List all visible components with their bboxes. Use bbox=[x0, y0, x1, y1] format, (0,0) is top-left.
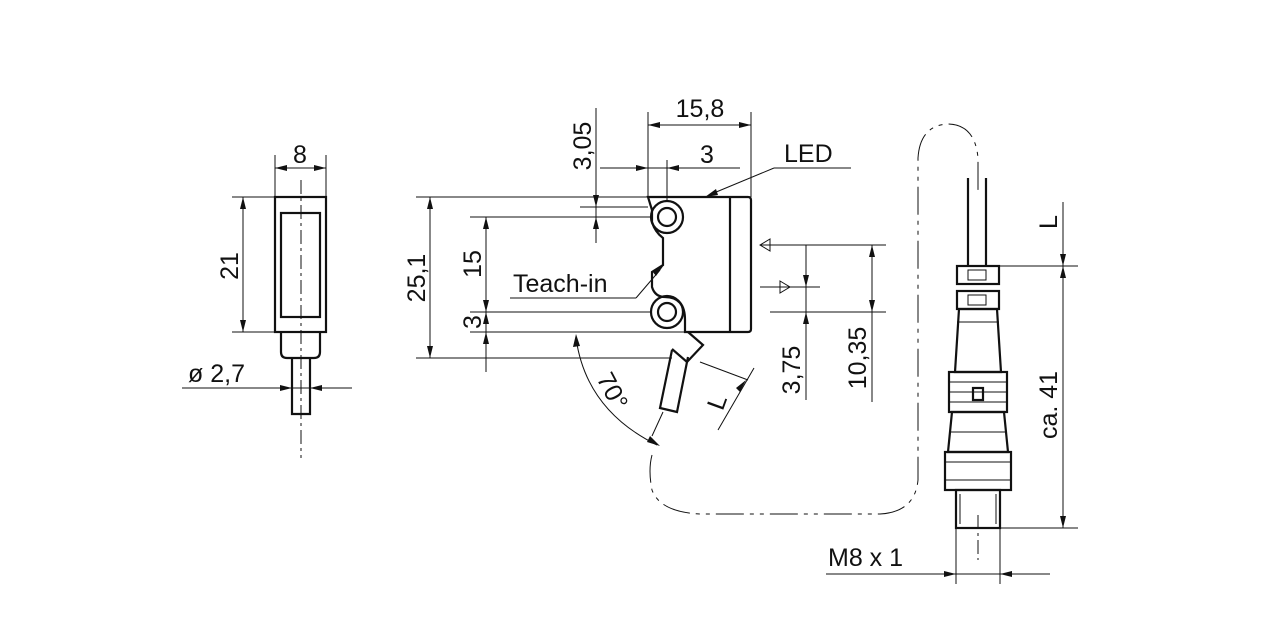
arrowhead bbox=[573, 334, 580, 347]
connector-grip-ring-top-slot bbox=[967, 269, 987, 281]
receiver-arrow-icon bbox=[760, 280, 791, 294]
connector-length-label: L bbox=[1035, 215, 1063, 229]
mounting-hole-bottom-inner bbox=[656, 301, 678, 323]
arrowhead bbox=[310, 385, 322, 391]
mounting-hole-bottom-outer bbox=[649, 294, 685, 330]
arrowhead bbox=[636, 165, 648, 171]
front-height-label: 21 bbox=[216, 252, 244, 280]
arrowhead bbox=[869, 245, 875, 257]
side-view: 15,8 3 3,05 LED 25,1 15 bbox=[403, 95, 886, 446]
arrowhead bbox=[483, 217, 489, 229]
overall-width-label: 15,8 bbox=[676, 95, 725, 123]
hole-spacing-label: 15 bbox=[459, 250, 487, 278]
connector-overall-length-label: ca. 41 bbox=[1035, 371, 1063, 439]
cable-angle-reference-line bbox=[651, 411, 664, 437]
front-width-label: 8 bbox=[293, 141, 307, 169]
arrowhead bbox=[648, 122, 660, 128]
led-leader-arrow-line bbox=[708, 167, 775, 196]
arrowhead bbox=[1060, 254, 1066, 266]
arrowhead bbox=[705, 189, 718, 197]
connector-view: L ca. 41 M8 x 1 bbox=[826, 178, 1078, 584]
connector-grip-ring-middle-slot bbox=[967, 294, 987, 306]
cable-angle-label: 70° bbox=[591, 368, 633, 415]
arrowhead bbox=[803, 312, 809, 324]
arrowhead bbox=[427, 346, 433, 358]
cable-length-label: L bbox=[702, 391, 733, 414]
hole-offset-bottom-label: 3 bbox=[459, 315, 487, 329]
optical-axis-offset-label: 3,75 bbox=[778, 346, 806, 395]
teach-in-label: Teach-in bbox=[513, 270, 608, 298]
mounting-hole-top-inner bbox=[656, 206, 678, 228]
arrowhead bbox=[483, 332, 489, 344]
connector-coupling-nut bbox=[943, 450, 1013, 492]
side-view-cable bbox=[658, 349, 690, 414]
arrowhead bbox=[1060, 266, 1066, 278]
arrowhead bbox=[427, 197, 433, 209]
arrowhead bbox=[736, 380, 746, 392]
arrowhead bbox=[593, 195, 599, 207]
arrowhead bbox=[483, 300, 489, 312]
optical-axis-height-label: 10,35 bbox=[844, 327, 872, 390]
overall-height-label: 25,1 bbox=[403, 254, 431, 303]
cable-phantom-outline bbox=[649, 123, 979, 515]
connector-grip-ring-middle bbox=[955, 289, 1001, 311]
cable-length-dimension-line bbox=[717, 367, 755, 431]
cable-length-extension bbox=[699, 361, 749, 381]
arrowhead bbox=[280, 385, 292, 391]
arrowhead bbox=[1060, 516, 1066, 528]
connector-grip-ring-top bbox=[955, 264, 1001, 286]
arrowhead bbox=[803, 275, 809, 287]
thread-label: M8 x 1 bbox=[828, 544, 903, 572]
cable-angle-arc bbox=[575, 337, 658, 446]
side-view-body bbox=[646, 195, 753, 334]
arrowhead bbox=[240, 197, 246, 209]
arrowhead bbox=[652, 265, 664, 276]
connector-body bbox=[953, 307, 1003, 374]
arrowhead bbox=[483, 312, 489, 324]
arrowhead bbox=[593, 217, 599, 229]
arrowhead bbox=[667, 165, 679, 171]
mounting-hole-top-outer bbox=[649, 199, 685, 235]
arrowhead bbox=[314, 165, 326, 171]
arrowhead bbox=[240, 320, 246, 332]
front-view: 8 21 ø 2,7 bbox=[182, 141, 352, 458]
connector-coding-mark bbox=[971, 386, 985, 402]
arrowhead bbox=[647, 436, 660, 446]
arrowhead bbox=[739, 122, 751, 128]
arrowhead bbox=[869, 300, 875, 312]
arrowhead bbox=[275, 165, 287, 171]
led-label: LED bbox=[784, 140, 833, 168]
cable-diameter-label: ø 2,7 bbox=[188, 360, 245, 388]
hole-offset-x-label: 3 bbox=[700, 141, 714, 169]
side-view-cable-gland bbox=[671, 331, 705, 364]
hole-offset-top-label: 3,05 bbox=[569, 122, 597, 171]
arrowhead bbox=[1000, 571, 1012, 577]
arrowhead bbox=[944, 571, 956, 577]
